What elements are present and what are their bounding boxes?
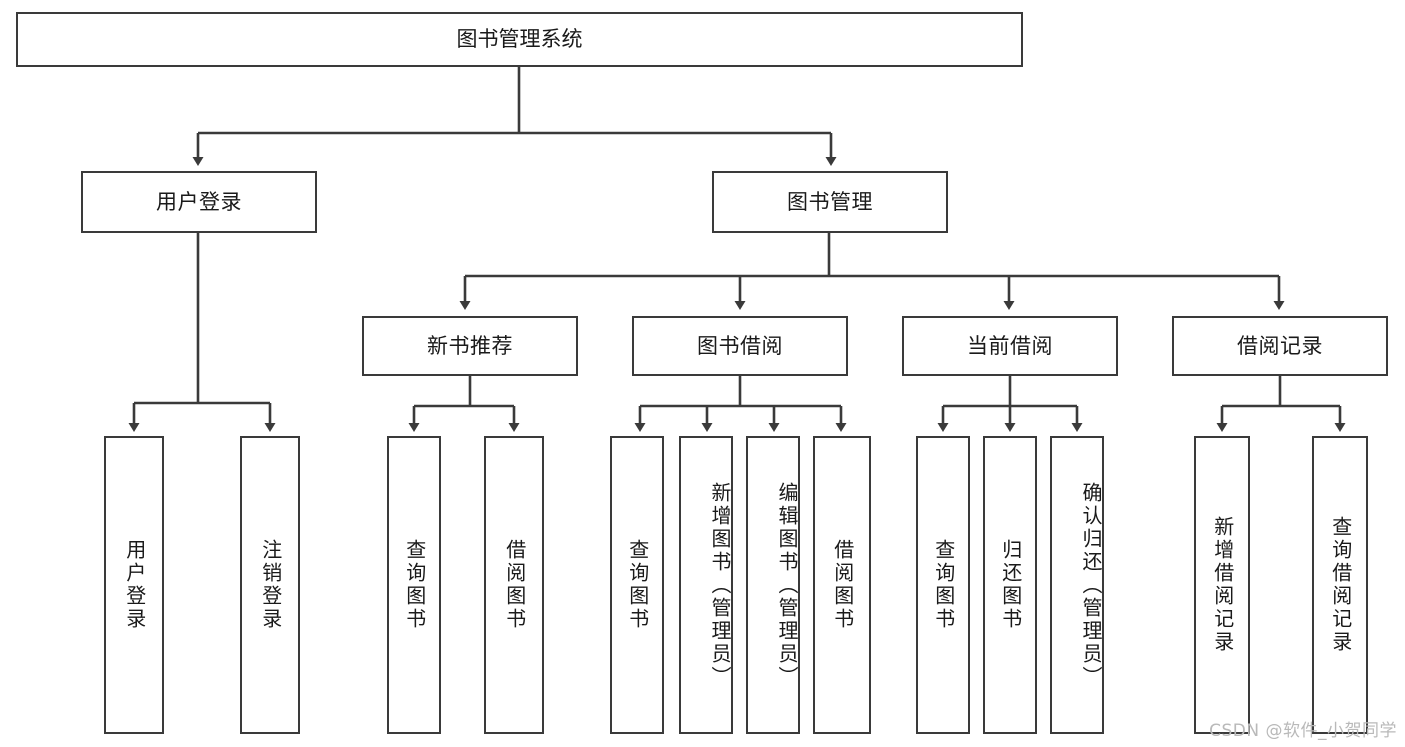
node-label: 借阅图书 [502, 539, 527, 631]
leaf-add-book-admin[interactable]: 新增图书（管理员） [679, 436, 733, 734]
node-label: 归还图书 [998, 539, 1023, 631]
node-label: 用户登录 [122, 539, 147, 631]
leaf-query-book-recommend[interactable]: 查询图书 [387, 436, 441, 734]
leaf-logout-login[interactable]: 注销登录 [240, 436, 300, 734]
node-label: 注销登录 [258, 539, 283, 631]
node-label: 查询图书 [625, 539, 650, 631]
leaf-borrow-book[interactable]: 借阅图书 [813, 436, 871, 734]
leaf-edit-book-admin[interactable]: 编辑图书（管理员） [746, 436, 800, 734]
node-user-login[interactable]: 用户登录 [81, 171, 317, 233]
node-root-book-management-system[interactable]: 图书管理系统 [16, 12, 1023, 67]
node-current-borrow[interactable]: 当前借阅 [902, 316, 1118, 376]
leaf-query-book-borrow[interactable]: 查询图书 [610, 436, 664, 734]
node-label: 新增图书（管理员） [708, 481, 732, 689]
node-label: 借阅记录 [1237, 333, 1323, 358]
leaf-add-borrow-record[interactable]: 新增借阅记录 [1194, 436, 1250, 734]
node-label: 确认归还（管理员） [1079, 481, 1103, 689]
leaf-borrow-book-recommend[interactable]: 借阅图书 [484, 436, 544, 734]
leaf-query-borrow-record[interactable]: 查询借阅记录 [1312, 436, 1368, 734]
node-label: 查询图书 [402, 539, 427, 631]
node-label: 图书管理系统 [456, 27, 583, 52]
leaf-confirm-return-admin[interactable]: 确认归还（管理员） [1050, 436, 1104, 734]
node-book-borrow[interactable]: 图书借阅 [632, 316, 848, 376]
node-label: 查询借阅记录 [1328, 516, 1353, 654]
leaf-query-book-current[interactable]: 查询图书 [916, 436, 970, 734]
node-borrow-record[interactable]: 借阅记录 [1172, 316, 1388, 376]
node-label: 当前借阅 [967, 333, 1053, 358]
node-new-book-recommend[interactable]: 新书推荐 [362, 316, 578, 376]
node-book-management[interactable]: 图书管理 [712, 171, 948, 233]
leaf-user-login[interactable]: 用户登录 [104, 436, 164, 734]
node-label: 查询图书 [931, 539, 956, 631]
watermark-csdn: CSDN @软件_小贺同学 [1209, 721, 1397, 741]
node-label: 图书管理 [787, 189, 873, 214]
node-label: 图书借阅 [697, 333, 783, 358]
node-label: 编辑图书（管理员） [775, 481, 799, 689]
node-label: 新书推荐 [427, 333, 513, 358]
node-label: 借阅图书 [830, 539, 855, 631]
node-label: 用户登录 [156, 189, 242, 214]
leaf-return-book[interactable]: 归还图书 [983, 436, 1037, 734]
node-label: 新增借阅记录 [1210, 516, 1235, 654]
